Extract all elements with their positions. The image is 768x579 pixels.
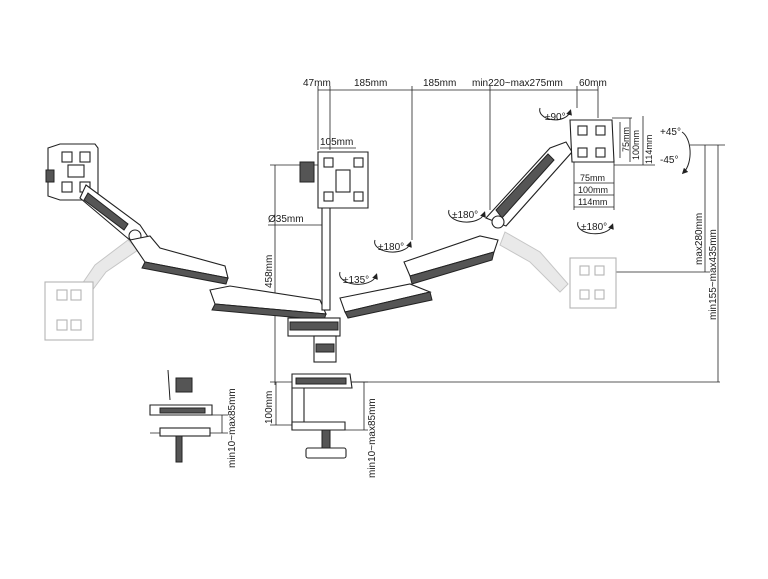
dim-100mm-clamp: 100mm <box>264 391 275 424</box>
rotation-arrow-icon <box>339 107 691 285</box>
dim-75mm-v: 75mm <box>621 127 631 152</box>
rot-180-right: ±180° <box>452 210 478 221</box>
right-vesa-plate-icon <box>569 119 615 163</box>
rot-180-center: ±180° <box>378 242 404 253</box>
ghost-left-arm <box>44 239 139 341</box>
rotation-labels: ±90° ±180° ±180° ±180° ±135° <box>343 112 607 286</box>
right-gas-arm <box>485 141 573 229</box>
dim-47mm: 47mm <box>303 78 331 89</box>
rot-135: ±135° <box>343 275 369 286</box>
rot-180-head: ±180° <box>581 222 607 233</box>
left-base-arm <box>129 235 327 321</box>
dim-105mm: 105mm <box>320 137 353 148</box>
dim-75mm-h: 75mm <box>580 173 605 183</box>
dim-220-275mm: min220~max275mm <box>472 78 563 89</box>
desk-clamp-inset-icon <box>149 369 213 463</box>
desk-clamp-icon <box>291 373 353 459</box>
dim-114mm-v: 114mm <box>644 135 654 164</box>
dim-60mm: 60mm <box>579 78 607 89</box>
dim-desk-inset: min10~max85mm <box>227 388 238 468</box>
dim-height-range: min155~max435mm <box>708 229 719 320</box>
dimension-labels: 47mm 185mm 185mm min220~max275mm 60mm 10… <box>227 78 719 478</box>
dim-185mm-1: 185mm <box>354 78 387 89</box>
tilt-minus: -45° <box>660 155 678 166</box>
dim-100mm-v: 100mm <box>631 130 641 160</box>
ghost-right-arm <box>499 231 617 309</box>
dim-185mm-2: 185mm <box>423 78 456 89</box>
tilt-plus: +45° <box>660 127 681 138</box>
dim-458mm: 458mm <box>264 255 275 288</box>
dim-max280mm: max280mm <box>694 213 705 265</box>
dim-pole-diameter: Ø35mm <box>268 214 304 225</box>
dim-desk-main: min10~max85mm <box>367 398 378 478</box>
center-hub <box>287 317 341 363</box>
dim-100mm-h: 100mm <box>578 185 608 195</box>
center-vesa-plate-icon <box>317 151 369 209</box>
right-base-arm <box>339 235 499 319</box>
dim-114mm-h: 114mm <box>578 197 607 207</box>
rot-90: ±90° <box>545 112 566 123</box>
